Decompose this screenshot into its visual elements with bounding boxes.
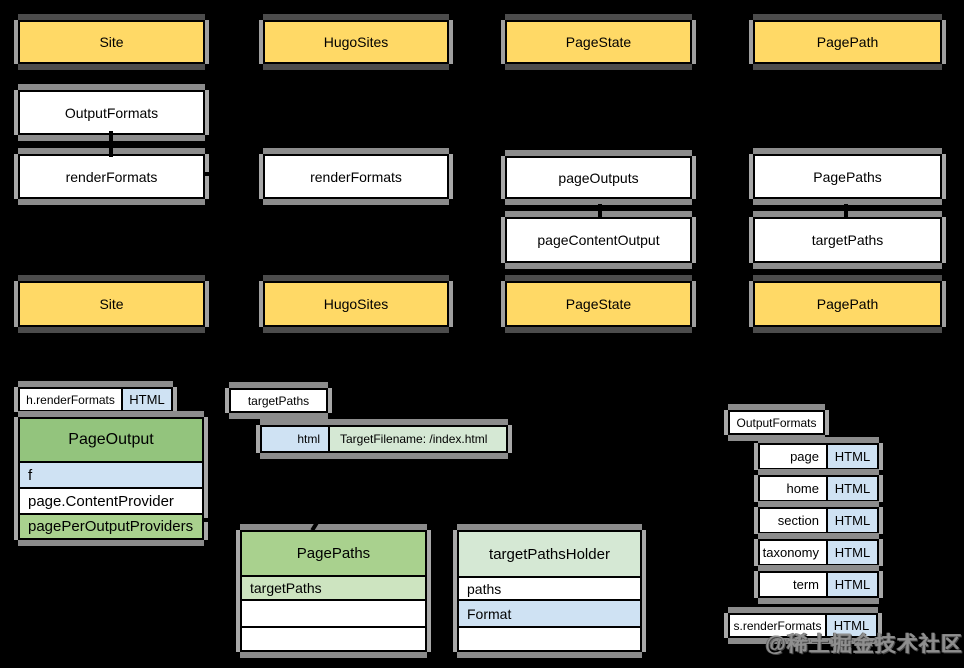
targetfilename-cell: TargetFilename: /index.html	[328, 427, 506, 451]
box-site-top: Site	[18, 20, 205, 64]
box-targetpaths-col4: targetPaths	[753, 217, 942, 263]
pageoutput-row-pageperoutputproviders: pagePerOutputProviders	[20, 513, 202, 538]
box-site-bottom: Site	[18, 281, 205, 327]
box-hugosites-top: HugoSites	[263, 20, 449, 64]
pageoutput-table: PageOutput f page.ContentProvider pagePe…	[18, 417, 204, 540]
box-pagestate-top: PageState	[505, 20, 692, 64]
connector-stub	[598, 204, 602, 219]
pagepaths-row-targetpaths: targetPaths	[242, 575, 425, 599]
outputformats-panel-title: OutputFormats	[728, 410, 825, 435]
box-pageoutputs: pageOutputs	[505, 156, 692, 199]
box-hugosites-bottom: HugoSites	[263, 281, 449, 327]
ref-label-cell: h.renderFormats	[20, 389, 121, 410]
srenderformats-footer-row: s.renderFormats HTML	[728, 613, 878, 638]
pagepaths-table-title: PagePaths	[242, 532, 425, 575]
format-kind-cell: term	[760, 573, 826, 596]
targetpathsholder-table-title: targetPathsHolder	[459, 532, 640, 576]
box-renderformats-col1: renderFormats	[18, 154, 205, 199]
format-value-cell: HTML	[826, 541, 877, 564]
format-row-term: term HTML	[758, 571, 879, 598]
format-row-section: section HTML	[758, 507, 879, 534]
format-kind-cell: home	[760, 477, 826, 500]
format-kind-cell: section	[760, 509, 826, 532]
renderformats-ref-row: h.renderFormats HTML	[18, 387, 173, 412]
format-kind-cell: taxonomy	[760, 541, 826, 564]
format-kind-cell: page	[760, 445, 826, 468]
watermark-text: @稀土掘金技术社区	[765, 633, 963, 656]
targetfilename-row: html TargetFilename: /index.html	[260, 425, 508, 453]
pagepaths-table: PagePaths targetPaths	[240, 530, 427, 652]
pageoutput-table-title: PageOutput	[20, 419, 202, 461]
targetpaths-callout: targetPaths	[229, 388, 328, 413]
box-renderformats-col2: renderFormats	[263, 154, 449, 199]
format-row-home: home HTML	[758, 475, 879, 502]
box-pagestate-bottom: PageState	[505, 281, 692, 327]
footer-format-cell: HTML	[825, 615, 876, 636]
format-row-taxonomy: taxonomy HTML	[758, 539, 879, 566]
format-row-page: page HTML	[758, 443, 879, 470]
pageoutput-row-f: f	[20, 461, 202, 487]
ref-format-cell: HTML	[121, 389, 171, 410]
box-pagepaths-col4: PagePaths	[753, 154, 942, 199]
pageoutput-row-contentprovider: page.ContentProvider	[20, 487, 202, 513]
format-value-cell: HTML	[826, 509, 877, 532]
format-value-cell: HTML	[826, 445, 877, 468]
box-pagepath-bottom: PagePath	[753, 281, 942, 327]
targetpathsholder-table: targetPathsHolder paths Format	[457, 530, 642, 652]
connector-stub	[310, 510, 326, 532]
format-value-cell: HTML	[826, 573, 877, 596]
footer-label-cell: s.renderFormats	[730, 615, 825, 636]
format-cell-html: html	[262, 427, 328, 451]
holder-row-paths: paths	[459, 576, 640, 599]
format-value-cell: HTML	[826, 477, 877, 500]
connector-stub	[203, 172, 216, 176]
pagepaths-row-empty-1	[242, 599, 425, 626]
connector-stub	[109, 131, 113, 157]
box-pagecontentoutput: pageContentOutput	[505, 217, 692, 263]
box-pagepath-top: PagePath	[753, 20, 942, 64]
holder-row-empty	[459, 626, 640, 650]
pagepaths-row-empty-2	[242, 626, 425, 650]
connector-stub	[202, 518, 215, 522]
holder-row-format: Format	[459, 599, 640, 626]
connector-stub	[844, 204, 848, 219]
box-outputformats-left: OutputFormats	[18, 90, 205, 135]
